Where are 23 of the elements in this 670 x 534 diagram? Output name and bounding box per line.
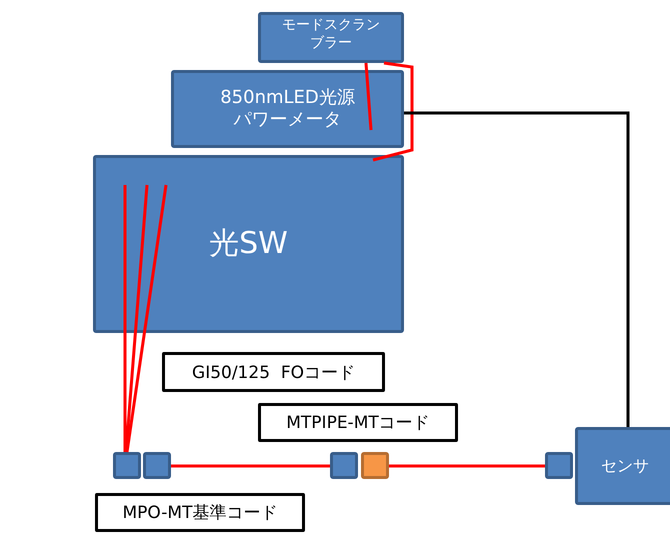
fiber-line: [124, 184, 148, 452]
connector-block: [361, 452, 389, 479]
connector-block: [113, 452, 141, 479]
fiber-line: [124, 185, 126, 452]
sensor-box: センサ: [575, 427, 670, 505]
device-label: 光SW: [209, 225, 288, 263]
fiber-line: [364, 62, 372, 130]
connector-block: [330, 452, 358, 479]
device-box: [258, 12, 404, 63]
device-box: [171, 70, 404, 148]
fiber-line: [171, 464, 330, 468]
connector-block: [143, 452, 171, 479]
callout-label: MPO-MT基準コード: [95, 493, 305, 532]
device-label: 850nmLED光源パワーメータ: [219, 86, 356, 132]
fiber-line: [372, 62, 414, 162]
connector-block: [545, 452, 573, 479]
fiber-line: [126, 184, 168, 452]
callout-label: MTPIPE-MTコード: [258, 403, 458, 442]
device-box: [93, 155, 404, 333]
callout-label: GI50/125 FOコード: [162, 352, 385, 392]
cable-line: [404, 112, 630, 427]
fiber-line: [389, 464, 545, 468]
device-label: モードスクランブラー: [281, 17, 381, 52]
